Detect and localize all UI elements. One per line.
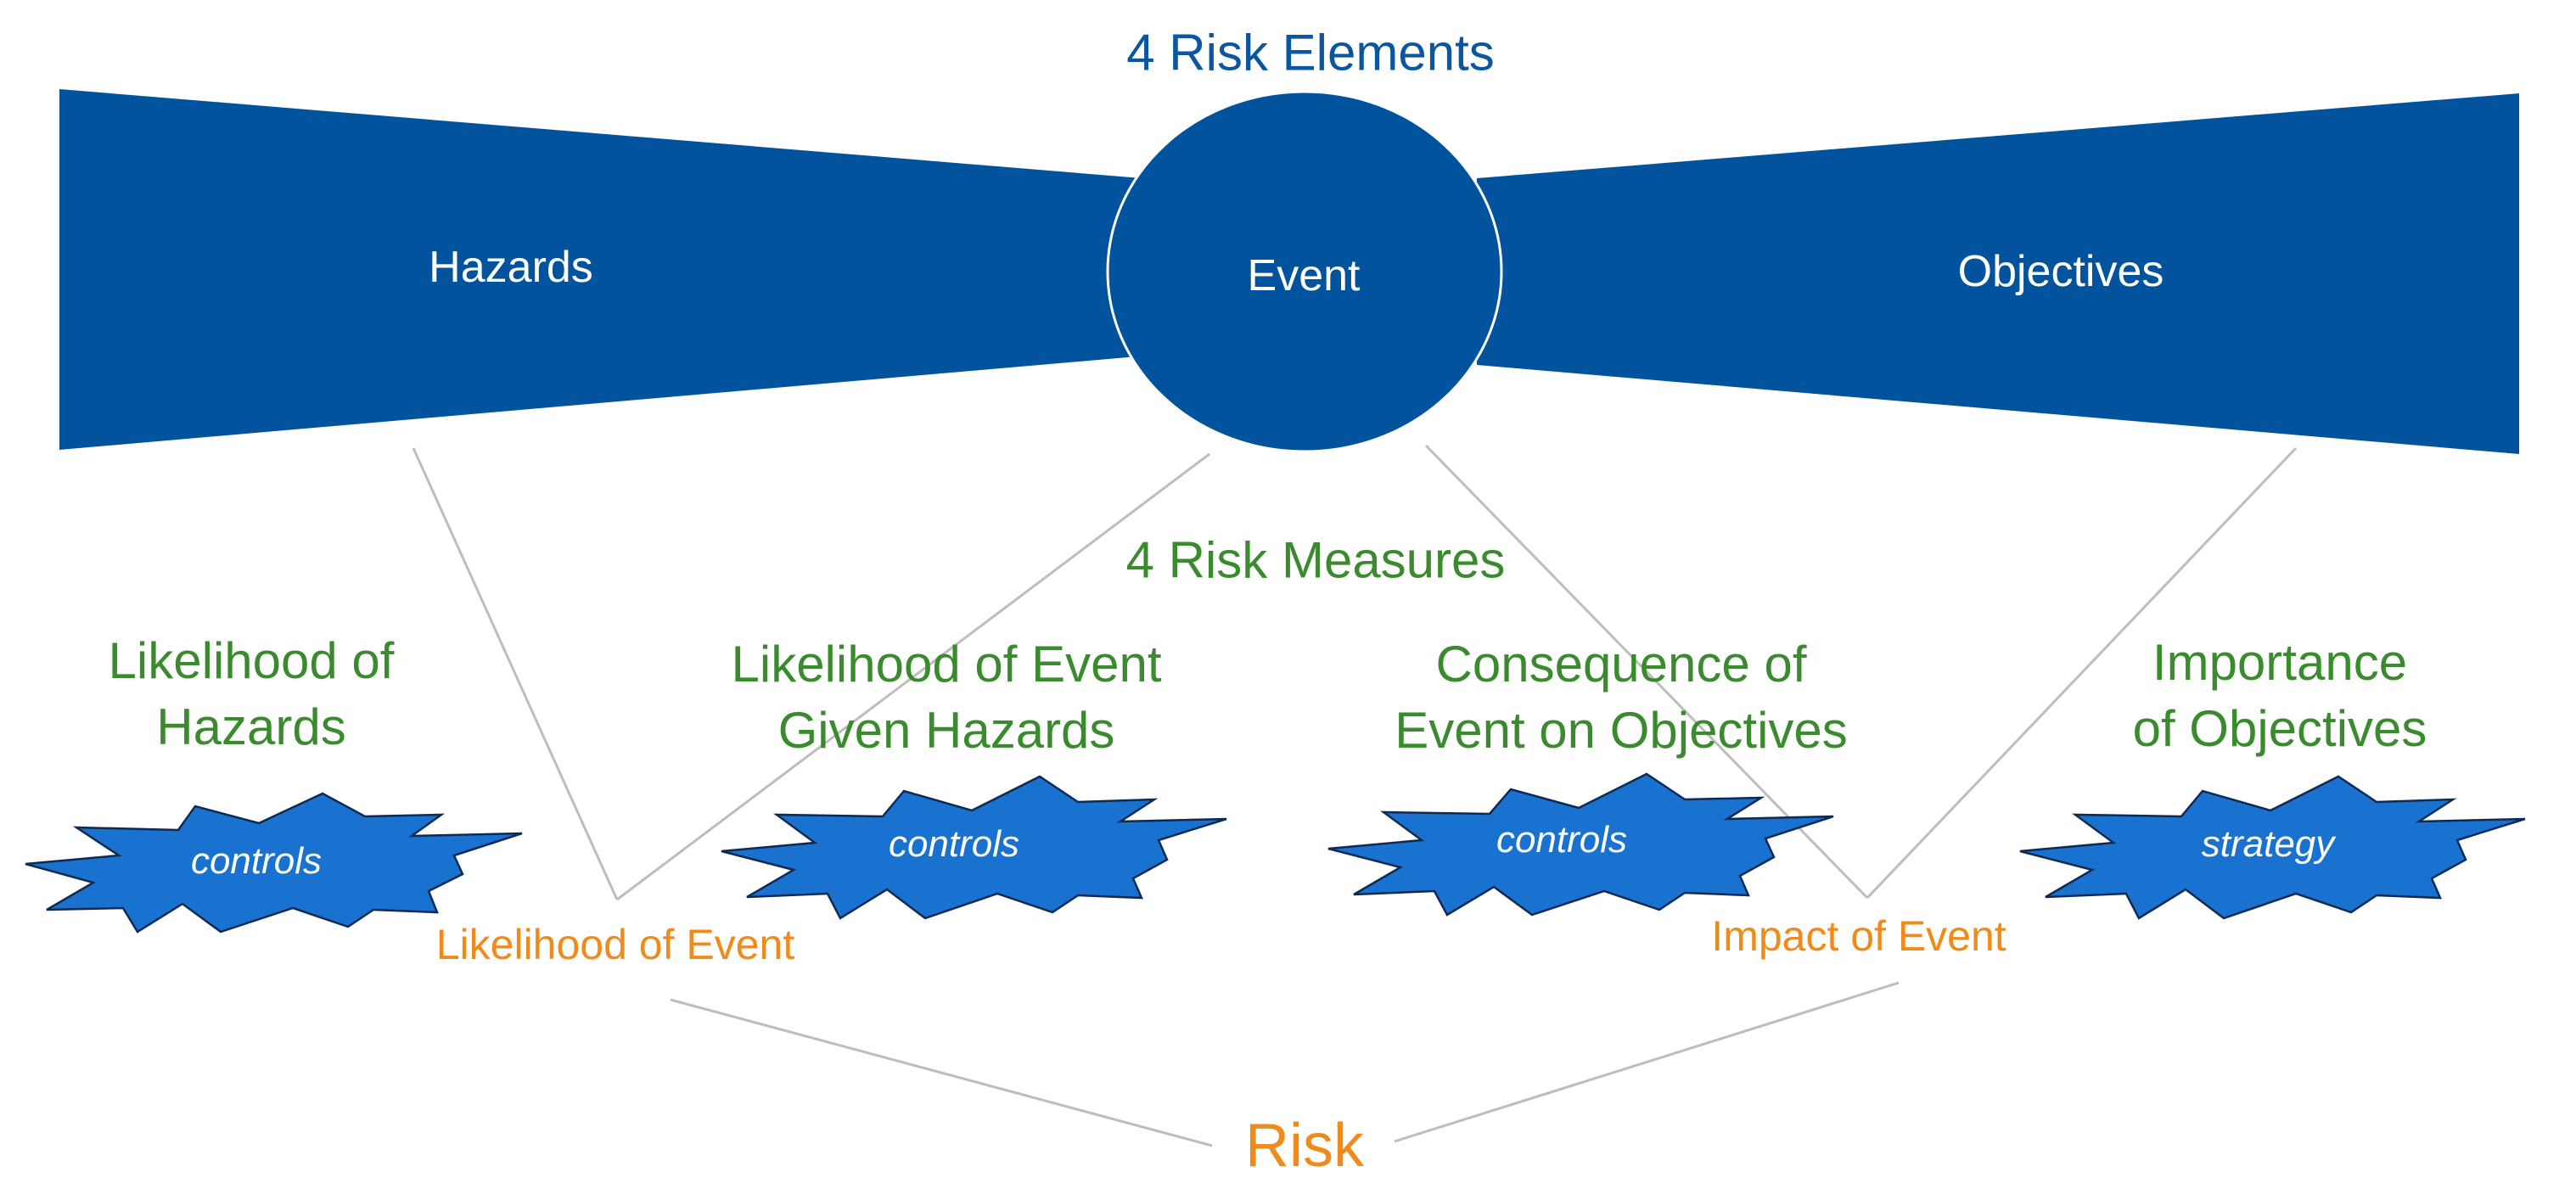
connector-objectives-to-impact	[1866, 446, 2298, 900]
measure-consequence-on-objectives: Consequence of Event on Objectives	[1395, 631, 1848, 764]
connector-impact-to-risk	[1394, 981, 1900, 1143]
burst-label-strategy: strategy	[2201, 823, 2335, 865]
risk-measures-title: 4 Risk Measures	[1125, 531, 1506, 589]
measure-3-line-2: Event on Objectives	[1395, 702, 1848, 759]
connector-lines	[412, 444, 2298, 1147]
burst-label-controls-2: controls	[888, 823, 1020, 865]
measure-1-line-2: Hazards	[156, 698, 346, 755]
likelihood-of-event-label: Likelihood of Event	[435, 921, 795, 968]
burst-label-controls-3: controls	[1496, 819, 1628, 861]
burst-shape-3	[1327, 772, 1834, 917]
measure-importance-of-objectives: Importance of Objectives	[2133, 630, 2427, 762]
measure-1-line-1: Likelihood of	[108, 632, 395, 689]
risk-elements-title: 4 Risk Elements	[1126, 24, 1495, 81]
measure-likelihood-of-hazards: Likelihood of Hazards	[109, 628, 395, 760]
burst-shape-4	[2019, 775, 2526, 920]
measure-3-line-1: Consequence of	[1435, 636, 1807, 693]
connector-likelihood-to-risk	[670, 998, 1213, 1147]
burst-label-controls-1: controls	[190, 840, 323, 882]
hazards-wing	[59, 89, 1142, 450]
burst-shape-2	[721, 775, 1227, 920]
measure-4-line-2: of Objectives	[2132, 700, 2427, 757]
connector-event-to-likelihood	[616, 452, 1210, 901]
event-circle	[1106, 90, 1503, 453]
measure-4-line-1: Importance	[2152, 634, 2408, 691]
burst-shape-1	[25, 792, 523, 934]
risk-label: Risk	[1245, 1112, 1364, 1180]
connector-hazards-to-likelihood	[412, 447, 619, 900]
event-label: Event	[1247, 251, 1361, 300]
measure-2-line-2: Given Hazards	[777, 702, 1115, 759]
measure-2-line-1: Likelihood of Event	[731, 636, 1162, 693]
measure-likelihood-event-given-hazards: Likelihood of Event Given Hazards	[731, 631, 1161, 764]
objectives-label: Objectives	[1957, 247, 2164, 296]
impact-of-event-label: Impact of Event	[1711, 912, 2006, 960]
objectives-wing	[1477, 93, 2519, 454]
hazards-label: Hazards	[429, 243, 593, 292]
